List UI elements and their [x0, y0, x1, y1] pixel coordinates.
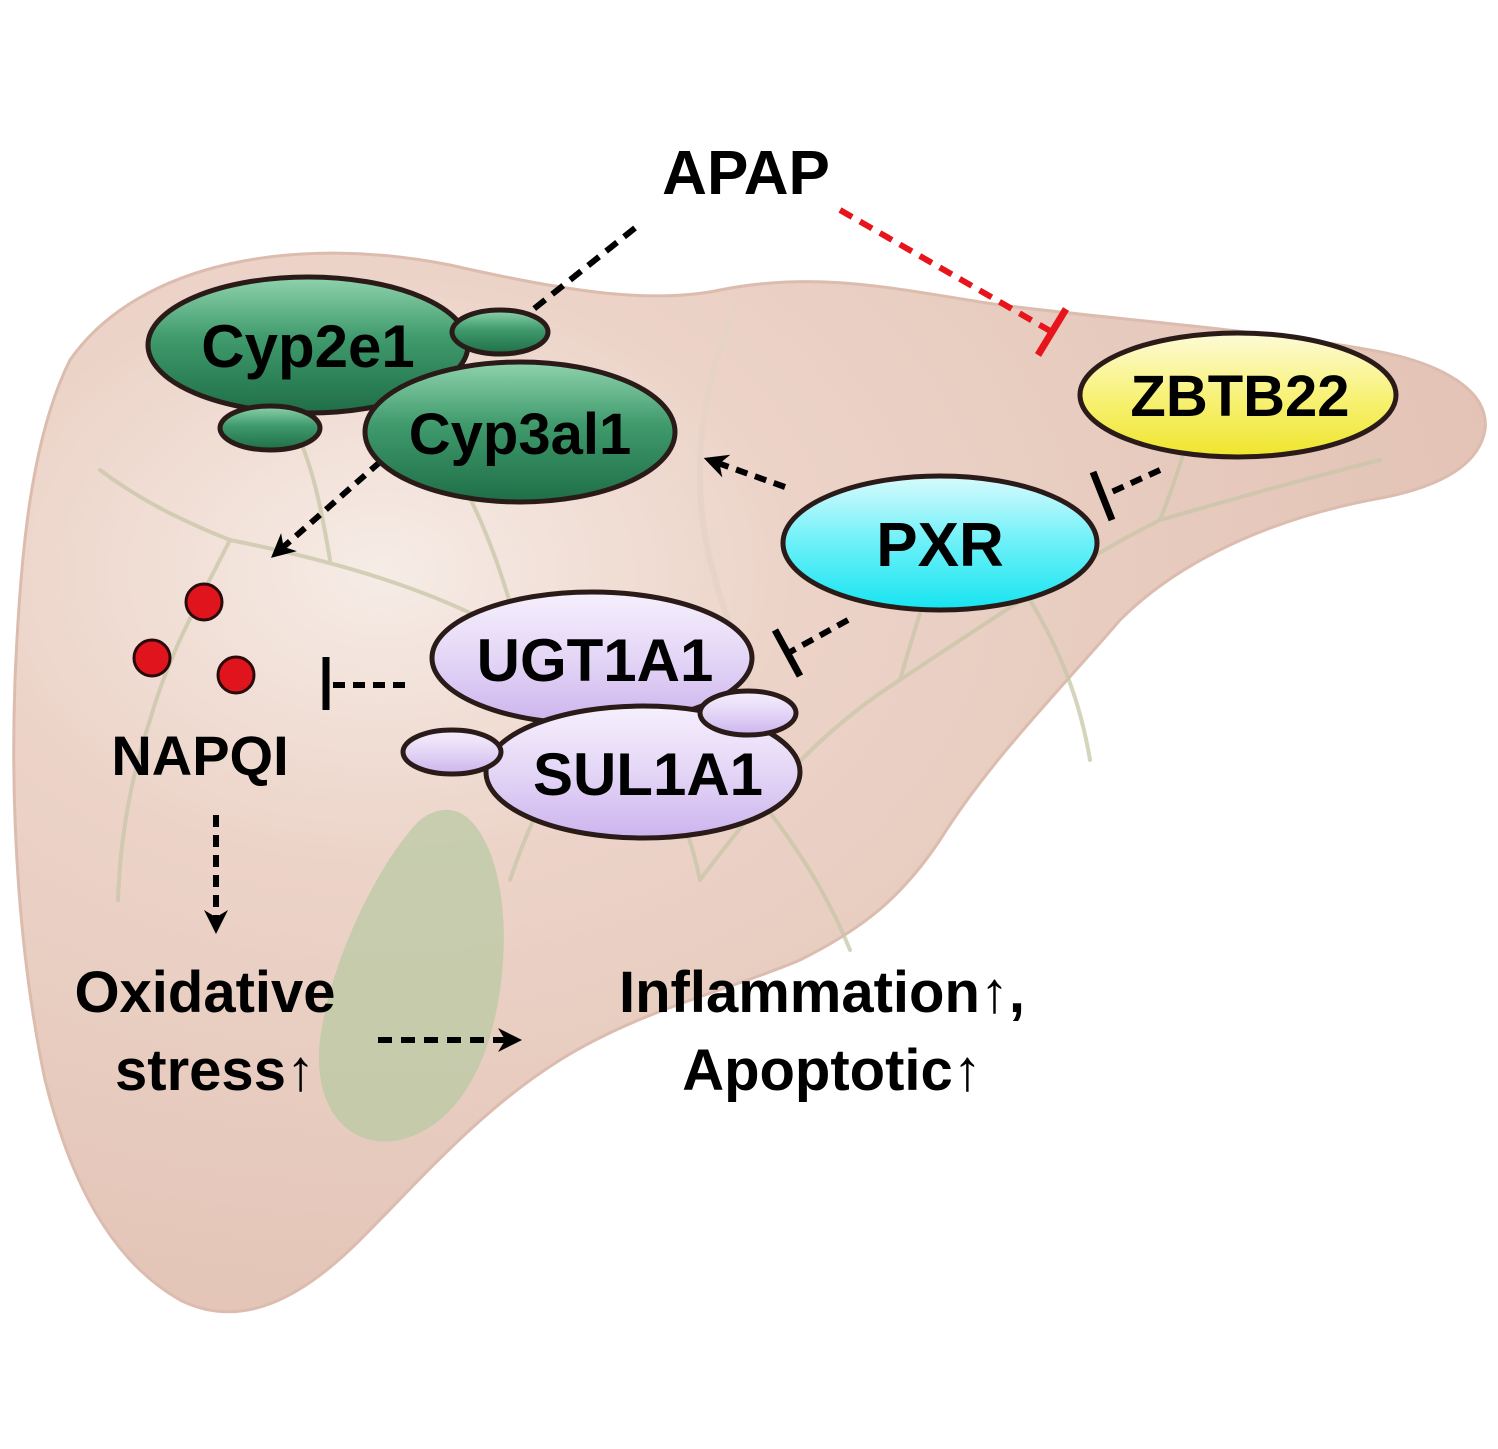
cyp-small-left	[217, 403, 323, 453]
napqi-label: NAPQI	[111, 724, 288, 787]
oxidative-stress-line2: stress↑	[115, 1038, 315, 1103]
cyp-small-top	[449, 307, 551, 357]
inflammation-label: Inflammation↑,	[619, 960, 1025, 1025]
cyp2e1-label: Cyp2e1	[201, 313, 414, 380]
cyp3a11-label: Cyp3al1	[409, 402, 631, 467]
ugt-sul-complex: UGT1A1 SUL1A1	[400, 589, 803, 841]
edge-apap-zbtb22-bar	[1035, 307, 1069, 357]
napqi-dot	[184, 582, 224, 622]
pathway-edges	[204, 207, 1162, 1052]
pxr-label: PXR	[876, 511, 1003, 580]
zbtb22-label: ZBTB22	[1130, 364, 1349, 429]
edge-cyp3a11-napqi	[270, 459, 382, 558]
edge-pxr-ugt1a1	[788, 617, 850, 655]
edge-apap-zbtb22	[838, 207, 1054, 335]
edge-zbtb22-pxr-bar	[1089, 470, 1116, 522]
cyp-complex: Cyp2e1 Cyp3al1	[145, 274, 678, 505]
oxidative-stress-line1: Oxidative	[74, 960, 335, 1025]
sul1a1-node	[483, 703, 803, 841]
edge-pxr-ugt1a1-bar	[771, 628, 804, 678]
gallbladder	[318, 809, 504, 1142]
napqi-dot	[132, 638, 172, 678]
cyp3a11-node	[362, 359, 678, 505]
ugt-small-right	[697, 688, 799, 738]
zbtb22-node	[1077, 330, 1399, 460]
apoptotic-label: Apoptotic↑	[682, 1038, 982, 1103]
ugt1a1-label: UGT1A1	[477, 627, 714, 694]
edge-pxr-cyp3a11	[703, 454, 787, 490]
napqi-dot	[216, 655, 256, 695]
sul1a1-label: SUL1A1	[533, 741, 763, 808]
apap-label: APAP	[662, 139, 830, 208]
pxr-node	[780, 473, 1100, 613]
napqi-molecules	[132, 582, 256, 695]
edge-zbtb22-pxr	[1103, 467, 1162, 498]
sul-small-left	[400, 727, 504, 777]
